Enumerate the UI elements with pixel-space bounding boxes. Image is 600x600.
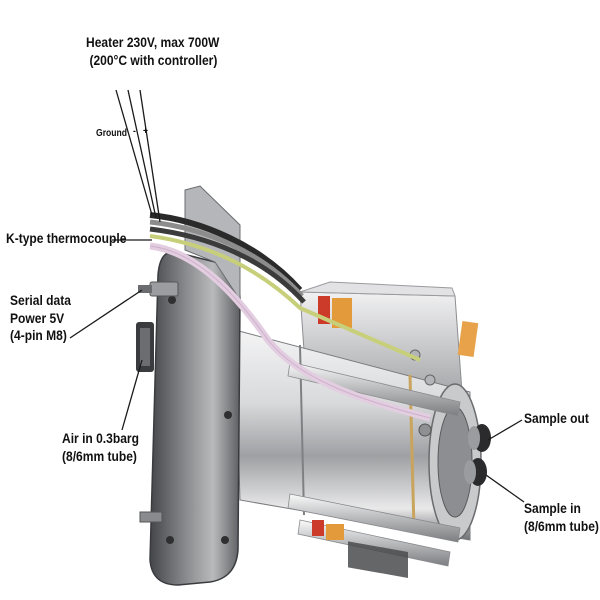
leader-sample-out [487,419,523,441]
sample-in-label: Sample in (8/6mm tube) [524,500,599,535]
leader-lines [69,89,525,503]
serial-label: Serial data Power 5V (4-pin M8) [10,292,71,345]
leader-serial [69,289,143,339]
sample-in-line-1: Sample in [524,500,581,516]
leader-ground [115,89,153,216]
upper-housing-top [299,281,456,297]
sample-out-label: Sample out [524,410,589,428]
minus-label: - [133,126,136,139]
orange-accent-bottom [326,524,344,540]
cable-bundle [149,212,431,422]
orange-accent-top [332,298,352,328]
heater-label-line-2: (200°C with controller) [89,51,218,68]
serial-line-3: (4-pin M8) [10,327,67,343]
heater-label-line-1: Heater 230V, max 700W [86,34,220,50]
thermocouple-label: K-type thermocouple [6,230,126,248]
leader-sample-in [485,474,525,503]
leader-minus [127,89,157,219]
serial-connector [138,281,179,297]
minus-text: - [133,126,136,137]
air-line-1: Air in 0.3barg [62,430,139,446]
sample-fitting [464,424,491,486]
rod-2 [287,493,461,543]
heater-label: Heater 230V, max 700W (200°C with contro… [86,34,219,69]
leader-air [121,359,143,431]
air-in-fitting [136,322,154,372]
dark-band [348,541,408,578]
red-accent-bottom [312,520,324,536]
plus-text: + [143,126,149,137]
ground-text: Ground [96,128,128,139]
serial-line-1: Serial data [10,292,71,308]
air-line-2: (8/6mm tube) [62,447,137,464]
serial-line-2: Power 5V [10,309,65,326]
thermocouple-text: K-type thermocouple [6,230,127,246]
air-label: Air in 0.3barg (8/6mm tube) [62,430,139,465]
plus-label: + [143,126,148,139]
leader-plus [139,89,161,223]
orange-tab-right [457,321,479,357]
ground-label: Ground [96,128,127,141]
rod-1 [287,361,461,417]
sample-out-text: Sample out [524,410,589,426]
sample-in-line-2: (8/6mm tube) [524,517,599,534]
